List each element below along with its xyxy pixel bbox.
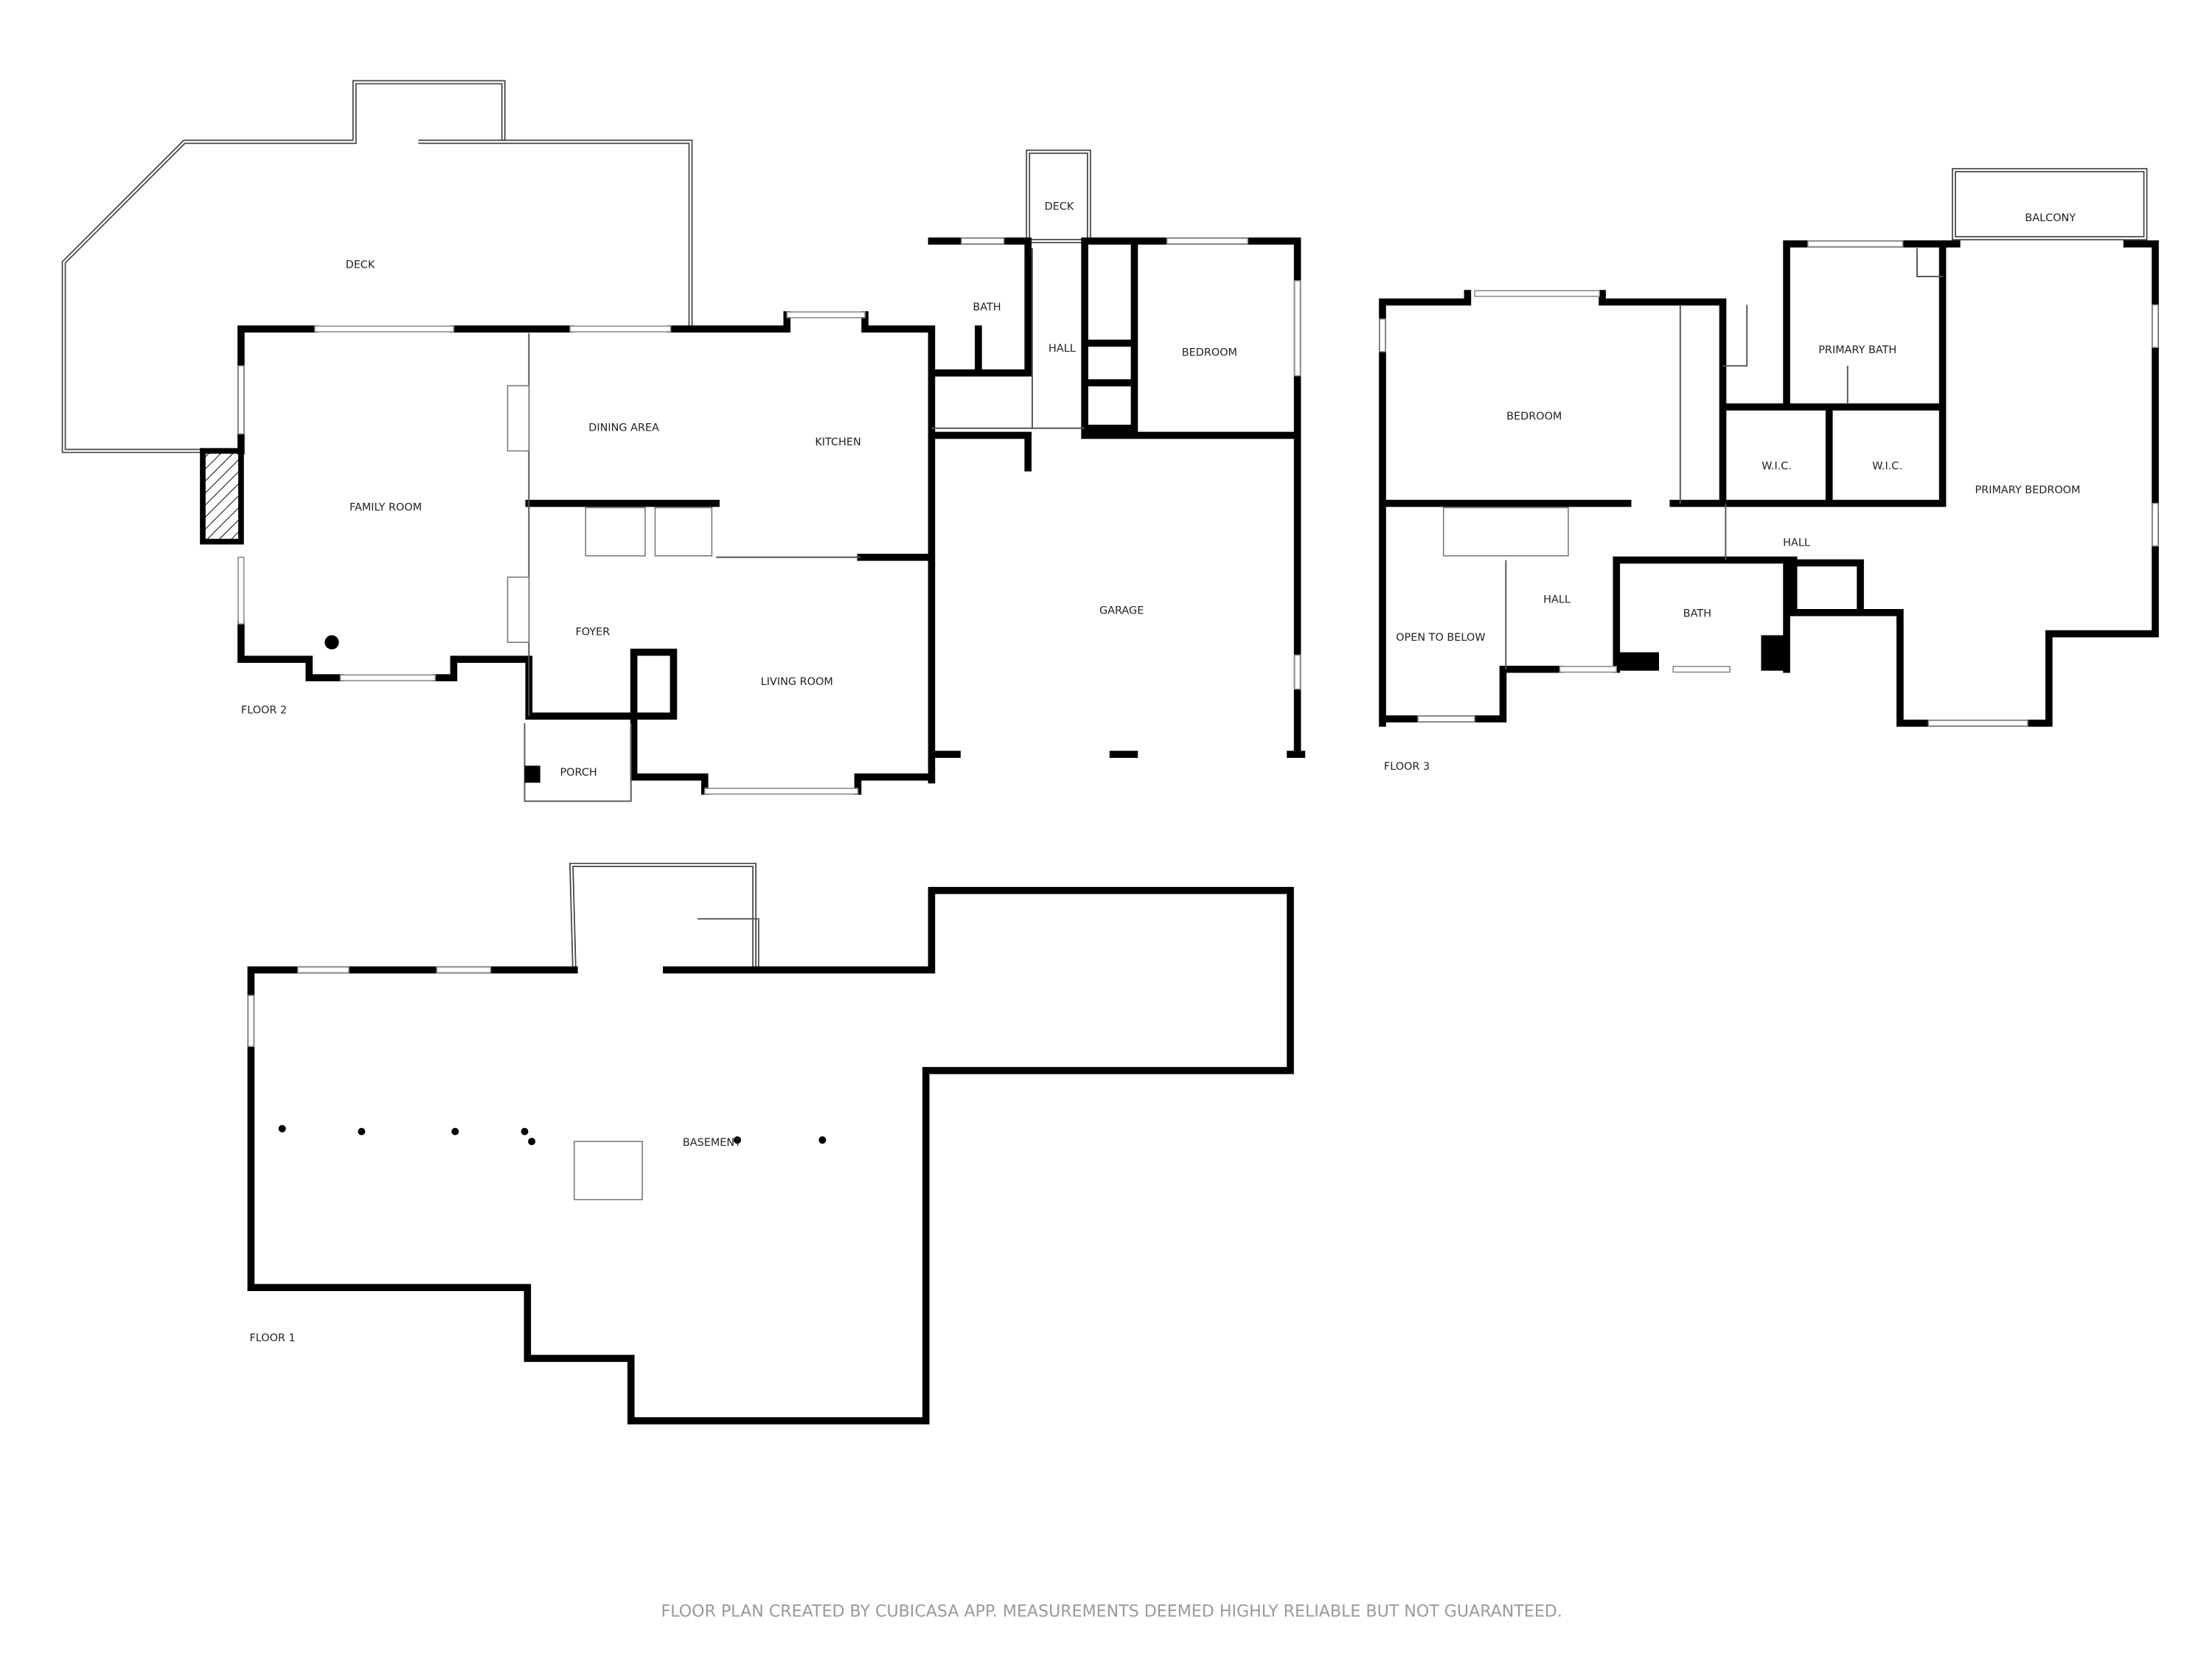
floor-1-walls bbox=[247, 886, 1294, 1425]
room-label: KITCHEN bbox=[815, 437, 860, 448]
room-label: OPEN TO BELOW bbox=[1396, 632, 1485, 644]
support-posts bbox=[278, 1124, 827, 1146]
room-label: LIVING ROOM bbox=[761, 676, 833, 688]
room-label: PRIMARY BATH bbox=[1818, 344, 1896, 356]
room-label: HALL bbox=[1783, 537, 1810, 549]
room-label: PRIMARY BEDROOM bbox=[1975, 484, 2081, 496]
room-label: PORCH bbox=[560, 767, 597, 779]
windows bbox=[247, 966, 492, 1048]
windows bbox=[237, 237, 1301, 795]
room-label: BASEMENT bbox=[683, 1137, 741, 1149]
room-label: DECK bbox=[346, 259, 375, 271]
room-label: GARAGE bbox=[1099, 605, 1144, 617]
room-label: DECK bbox=[1045, 201, 1074, 213]
stairs bbox=[574, 1141, 643, 1200]
floor-3-walls bbox=[1379, 240, 2159, 727]
footer-disclaimer: FLOOR PLAN CREATED BY CUBICASA APP. MEAS… bbox=[661, 1601, 1562, 1621]
stairs bbox=[1442, 507, 1569, 557]
floor-label: FLOOR 2 bbox=[241, 704, 287, 716]
room-label: FOYER bbox=[575, 627, 610, 639]
room-label: W.I.C. bbox=[1872, 461, 1902, 473]
floor-label: FLOOR 1 bbox=[249, 1332, 295, 1344]
floor-label: FLOOR 3 bbox=[1384, 761, 1430, 773]
room-label: BALCONY bbox=[2025, 212, 2076, 224]
stairs bbox=[507, 385, 713, 643]
room-label: FAMILY ROOM bbox=[349, 501, 422, 513]
windows bbox=[1379, 240, 2159, 727]
floor-3-plan: BEDROOM PRIMARY BATH BALCONY W.I.C. W.I.… bbox=[1379, 167, 2159, 773]
floor-2-walls bbox=[237, 237, 1306, 795]
room-label: W.I.C. bbox=[1761, 461, 1792, 473]
floor-1-plan: BASEMENT FLOOR 1 bbox=[247, 863, 1294, 1425]
fireplace bbox=[200, 448, 244, 545]
floor-2-plan: DECK FAMILY ROOM DINING AREA KITCHEN FOY… bbox=[61, 80, 1306, 802]
room-label: DINING AREA bbox=[588, 422, 659, 434]
room-label: BATH bbox=[1683, 608, 1711, 620]
room-label: HALL bbox=[1543, 594, 1571, 605]
room-label: HALL bbox=[1048, 343, 1076, 355]
deck-outline bbox=[61, 80, 1091, 453]
room-label: BEDROOM bbox=[1182, 347, 1237, 359]
room-label: BEDROOM bbox=[1506, 411, 1562, 422]
room-label: BATH bbox=[973, 302, 1001, 313]
